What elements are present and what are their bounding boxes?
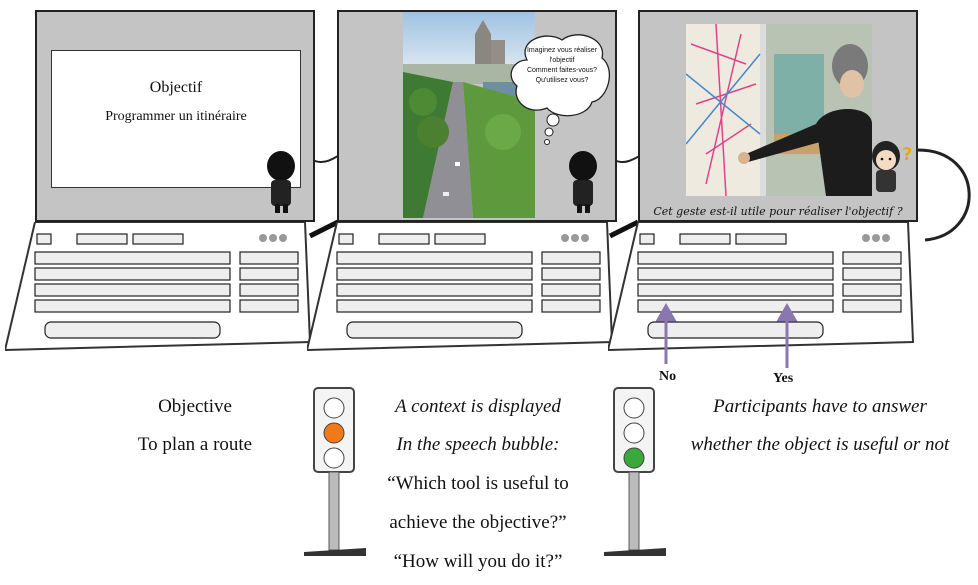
laptop-question: ? Cet geste est-il utile pour réaliser l… — [608, 10, 938, 355]
quote-line-1: “Which tool is useful to — [387, 473, 569, 494]
quote-line-2: achieve the objective?” — [389, 512, 567, 533]
question-caption: Cet geste est-il utile pour réaliser l'o… — [653, 205, 903, 218]
context-line-1: A context is displayed — [395, 396, 561, 417]
laptop-screen: ? Cet geste est-il utile pour réaliser l… — [638, 10, 918, 222]
laptop-screen: Imaginez vous réaliser l'objectif Commen… — [337, 10, 617, 222]
yes-arrowhead — [776, 302, 798, 322]
person-silhouette-icon — [569, 151, 597, 213]
laptop-context: Imaginez vous réaliser l'objectif Commen… — [307, 10, 637, 355]
laptop-screen: Objectif Programmer un itinéraire — [35, 10, 315, 222]
no-label: No — [659, 369, 677, 384]
answer-line-1: Participants have to answer — [713, 396, 927, 417]
laptop-keyboard — [307, 222, 614, 352]
traffic-light-green-icon — [604, 387, 666, 556]
answer-line-2: whether the object is useful or not — [690, 434, 950, 455]
bubble-line: l'objectif — [549, 57, 575, 64]
bubble-line: Imaginez vous réaliser — [526, 47, 598, 54]
thinking-person-icon: ? — [872, 141, 912, 192]
paris-street-image — [403, 12, 535, 218]
objective-text: To plan a route — [137, 434, 253, 455]
laptop-keyboard — [608, 222, 915, 352]
no-arrowhead — [655, 302, 677, 322]
thought-bubble-icon — [510, 34, 611, 145]
person-silhouette-icon — [267, 151, 295, 213]
traffic-light-orange-icon — [304, 387, 366, 556]
map-photo — [686, 24, 872, 196]
context-line-2: In the speech bubble: — [396, 434, 560, 455]
slide-subtitle: Programmer un itinéraire — [105, 109, 247, 124]
quote-line-3: “How will you do it?” — [393, 551, 563, 572]
objective-heading: Objective — [158, 396, 232, 417]
yes-label: Yes — [773, 371, 794, 386]
svg-text:?: ? — [902, 144, 912, 165]
bubble-line: Qu'utilisez vous? — [535, 77, 589, 84]
slide-title: Objectif — [149, 79, 203, 96]
metro-map-image — [686, 24, 872, 196]
bubble-line: Comment faites-vous? — [526, 67, 598, 74]
bubble-text: Imaginez vous réaliser l'objectif Commen… — [517, 46, 607, 86]
objective-slide: Objectif Programmer un itinéraire — [51, 50, 301, 188]
paris-photo — [403, 12, 535, 218]
